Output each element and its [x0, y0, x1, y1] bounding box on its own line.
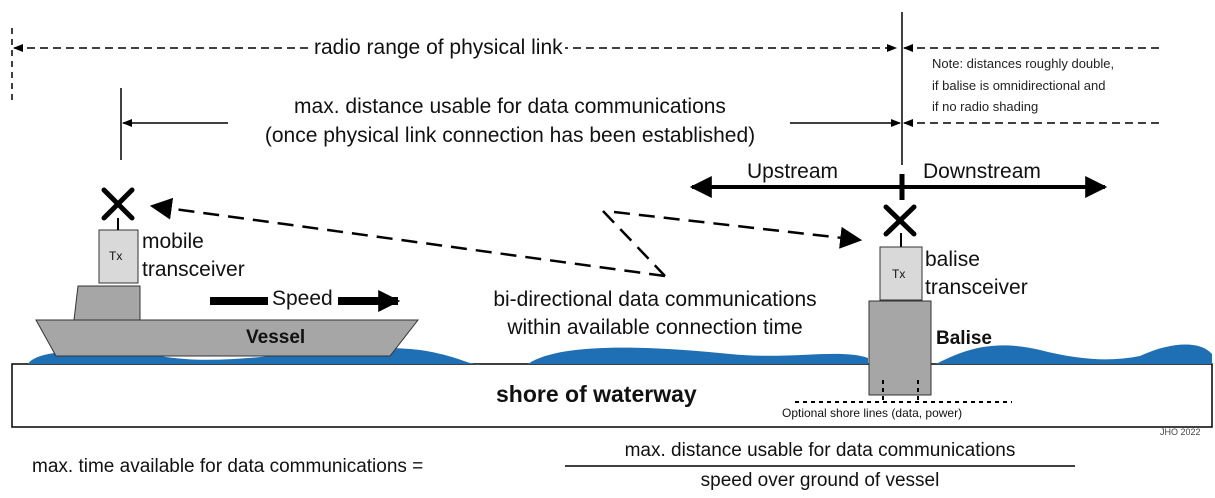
upstream-label: Upstream: [747, 160, 839, 183]
mobile-transceiver-label-1: mobile: [142, 230, 204, 253]
credit-label: JHO 2022: [1160, 427, 1201, 437]
water: [28, 344, 1212, 365]
downstream-label: Downstream: [923, 160, 1041, 183]
comm-label-2: within available connection time: [507, 316, 803, 339]
comm-label-1: bi-directional data communications: [493, 288, 817, 311]
vessel-antenna-icon: [101, 187, 135, 221]
vessel-tx-box: [98, 229, 139, 284]
vessel-tx-label: Tx: [109, 249, 123, 263]
vessel-superstructure: [73, 285, 141, 321]
formula-numerator: max. distance usable for data communicat…: [624, 440, 1016, 461]
max-distance-sublabel: (once physical link connection has been …: [264, 124, 756, 147]
note-line-3: if no radio shading: [932, 99, 1039, 114]
max-distance-label: max. distance usable for data communicat…: [294, 95, 726, 118]
balise-label: Balise: [936, 328, 992, 349]
comm-lightning-stroke: [602, 210, 666, 277]
note-line-2: if balise is omnidirectional and: [932, 78, 1106, 93]
shore-lines: [795, 380, 1012, 403]
vessel-hull: [35, 319, 420, 357]
vessel-label: Vessel: [246, 327, 306, 348]
radio-range-label: radio range of physical link: [312, 36, 565, 60]
comm-arrow-to-vessel: [149, 197, 666, 278]
balise-body: [868, 300, 932, 396]
balise-antenna-icon: [883, 204, 917, 237]
balise-transceiver-label-1: balise: [925, 248, 980, 271]
speed-label: Speed: [272, 287, 333, 310]
shore: [11, 363, 1213, 428]
shore-label: shore of waterway: [496, 381, 697, 407]
comm-arrow-to-balise: [613, 210, 863, 249]
shore-lines-label: Optional shore lines (data, power): [780, 406, 965, 420]
balise-tx-label: Tx: [892, 267, 906, 281]
mobile-transceiver-label-2: transceiver: [142, 258, 245, 281]
balise-transceiver-label-2: transceiver: [925, 276, 1028, 299]
formula-lhs: max. time available for data communicati…: [32, 456, 424, 477]
balise-tx-box: [879, 246, 923, 301]
note-line-1: Note: distances roughly double,: [932, 56, 1115, 71]
formula-denominator: speed over ground of vessel: [700, 470, 940, 491]
